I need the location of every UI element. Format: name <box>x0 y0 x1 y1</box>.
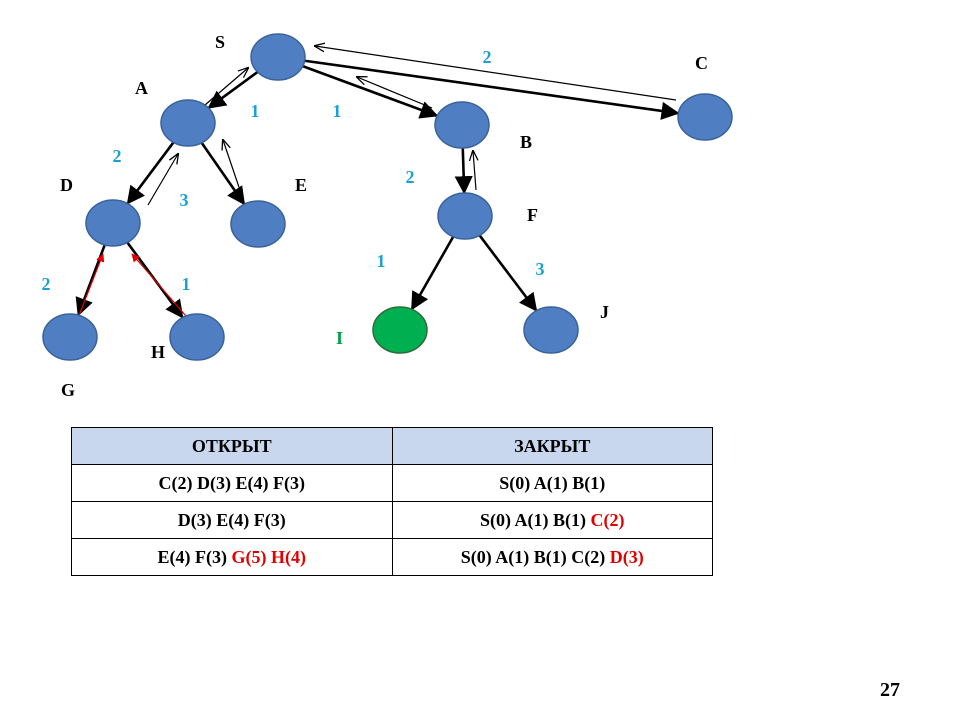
search-tree-diagram: S A B C D E F G H I J 1 1 2 2 3 2 1 2 1 3 <box>42 32 733 400</box>
edge-A-E <box>199 140 246 206</box>
page-number: 27 <box>880 679 900 701</box>
cell-text: C(2) D(3) E(4) F(3) <box>158 472 305 493</box>
node-label-H: H <box>151 342 165 362</box>
backtrack-arrow-F-B <box>473 151 476 191</box>
node-label-B: B <box>520 132 532 152</box>
edge-D-G <box>75 242 107 317</box>
node-A <box>160 99 216 147</box>
edge-weight-A-E: 3 <box>180 190 189 210</box>
node-S <box>250 33 306 81</box>
cell-open: C(2) D(3) E(4) F(3) <box>71 464 393 502</box>
backtrack-arrows-layer <box>77 46 677 319</box>
node-label-C: C <box>695 53 708 73</box>
cell-closed: S(0) A(1) B(1) <box>391 464 713 502</box>
edge-weight-F-I: 1 <box>377 251 386 271</box>
backtrack-arrow-B-S <box>357 77 433 109</box>
edge-S-C <box>301 59 680 120</box>
node-I <box>372 306 428 354</box>
backtrack-arrow-C-S <box>315 46 677 101</box>
edge-S-B <box>299 64 439 119</box>
node-label-J: J <box>600 302 609 322</box>
cell-text-highlight: C(2) <box>590 509 625 530</box>
table-row: C(2) D(3) E(4) F(3) S(0) A(1) B(1) <box>71 464 713 502</box>
edge-F-J <box>477 232 538 312</box>
cell-text: S(0) A(1) B(1) <box>480 509 591 530</box>
cell-open: D(3) E(4) F(3) <box>71 501 393 539</box>
backtrack-arrow-H-D <box>131 253 187 317</box>
node-label-I: I <box>336 328 343 348</box>
cell-text: D(3) E(4) F(3) <box>177 509 286 530</box>
edge-weight-D-H: 1 <box>182 274 191 294</box>
node-E <box>230 200 286 248</box>
node-label-S: S <box>215 32 225 52</box>
open-closed-table: ОТКРЫТ ЗАКРЫТ C(2) D(3) E(4) F(3) S(0) A(… <box>71 427 713 576</box>
table-row: E(4) F(3) G(5) H(4)S(0) A(1) B(1) C(2) D… <box>71 538 713 576</box>
edge-weight-S-A: 1 <box>251 101 260 121</box>
node-J <box>523 306 579 354</box>
edge-weights-layer: 1 1 2 2 3 2 1 2 1 3 <box>42 47 545 294</box>
cell-open: E(4) F(3) G(5) H(4) <box>71 538 393 576</box>
node-G <box>42 313 98 361</box>
node-labels-layer: S A B C D E F G H I J <box>60 32 708 400</box>
header-open: ОТКРЫТ <box>71 427 393 465</box>
cell-text: E(4) F(3) <box>157 546 232 567</box>
node-label-D: D <box>60 175 73 195</box>
edge-weight-S-C: 2 <box>483 47 492 67</box>
node-F <box>437 192 493 240</box>
node-D <box>85 199 141 247</box>
edge-weight-F-J: 3 <box>536 259 545 279</box>
table-body: C(2) D(3) E(4) F(3)S(0) A(1) B(1)D(3) E(… <box>71 464 713 576</box>
open-closed-table-container: ОТКРЫТ ЗАКРЫТ C(2) D(3) E(4) F(3) S(0) A(… <box>71 427 713 576</box>
node-B <box>434 101 490 149</box>
node-label-A: A <box>135 78 148 98</box>
table-header-row: ОТКРЫТ ЗАКРЫТ <box>71 427 713 465</box>
edges-layer <box>75 59 680 319</box>
node-label-F: F <box>527 205 538 225</box>
edge-weight-S-B: 1 <box>333 101 342 121</box>
cell-text-highlight: D(3) <box>609 546 644 567</box>
backtrack-arrow-E-A <box>223 140 244 200</box>
edge-S-A <box>207 69 261 109</box>
backtrack-arrow-A-S <box>204 68 248 106</box>
edge-weight-A-D: 2 <box>113 146 122 166</box>
cell-closed: S(0) A(1) B(1) C(2) <box>391 501 713 539</box>
backtrack-arrow-D-A <box>147 154 178 206</box>
node-H <box>169 313 225 361</box>
node-C <box>677 93 733 141</box>
cell-text: S(0) A(1) B(1) C(2) <box>460 546 610 567</box>
cell-text-highlight: G(5) H(4) <box>231 546 306 567</box>
node-label-G: G <box>61 380 75 400</box>
nodes-layer <box>42 33 733 361</box>
edge-weight-B-F: 2 <box>406 167 415 187</box>
backtrack-arrow-G-D <box>77 253 105 319</box>
edge-B-F <box>454 145 473 195</box>
edge-A-D <box>126 139 176 205</box>
table-row: D(3) E(4) F(3) S(0) A(1) B(1) C(2) <box>71 501 713 539</box>
header-closed: ЗАКРЫТ <box>391 427 713 465</box>
cell-text: S(0) A(1) B(1) <box>499 472 606 493</box>
edge-weight-D-G: 2 <box>42 274 51 294</box>
edge-F-I <box>410 233 456 311</box>
cell-closed: S(0) A(1) B(1) C(2) D(3) <box>391 538 713 576</box>
node-label-E: E <box>295 175 307 195</box>
